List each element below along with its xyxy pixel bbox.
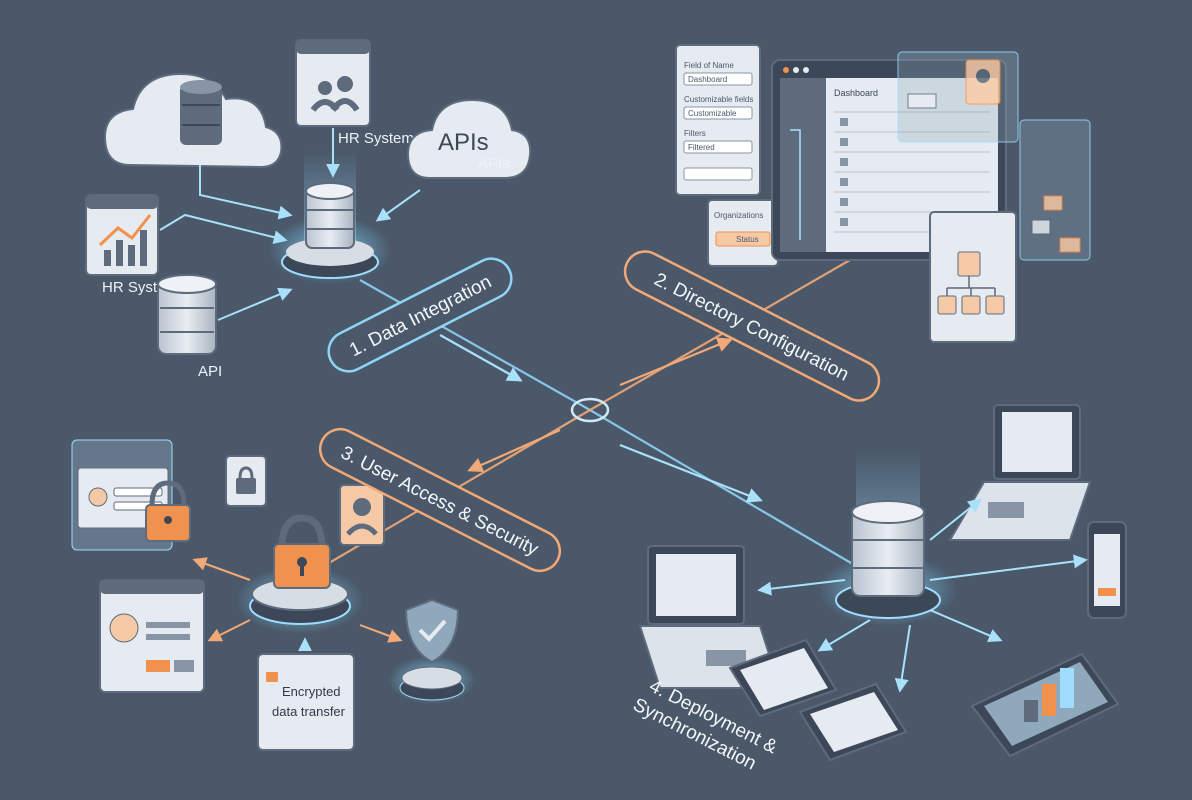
filters-value: Filtered [688, 143, 715, 152]
flow-lines [299, 259, 881, 581]
organizations-label: Organizations [714, 211, 763, 220]
organizations-panel: Organizations Status [707, 199, 779, 267]
cloud-to-hub-arrow [199, 165, 293, 220]
api-arrow [217, 287, 293, 321]
phone-icon [1087, 521, 1127, 619]
small-lock-card [225, 455, 267, 507]
hr-system-arrow [159, 213, 288, 245]
encrypted-transfer-card: Encrypted data transfer [257, 653, 355, 751]
laptop-right-icon [948, 404, 1092, 541]
org-chart-card [929, 211, 1017, 343]
cloud-database-icon [103, 72, 283, 169]
apis-label: APIs [478, 155, 510, 172]
integration-database [268, 150, 392, 284]
apis-badge: APIs [438, 129, 489, 156]
apis-cloud-icon: APIs [406, 98, 532, 179]
step-2-tag: 2. Directory Configuration [623, 250, 881, 402]
step-2-label: 2. Directory Configuration [651, 269, 852, 386]
hr-systems-window-icon [295, 39, 371, 127]
encrypted-label-line2: data transfer [272, 704, 346, 719]
user-id-card [339, 484, 385, 546]
deployment-arrows [757, 498, 1088, 693]
floating-org-panels [897, 51, 1091, 261]
hr-systems-label: HR Systems [338, 130, 421, 147]
org-status-button: Status [736, 235, 759, 244]
deployment-database [818, 450, 958, 626]
encrypted-label-line1: Encrypted [282, 684, 341, 699]
customizable-fields-value: Customizable [688, 109, 737, 118]
filters-label: Filters [684, 129, 706, 138]
hr-system-chart-icon [85, 194, 159, 276]
config-connector [790, 129, 801, 240]
analytics-tablet-icon [970, 652, 1120, 758]
security-hub-lock [236, 514, 364, 634]
api-database-icon [157, 274, 217, 355]
tablet-icon-2 [798, 682, 908, 762]
security-arrows [192, 557, 403, 652]
api-label: API [198, 363, 222, 380]
config-form-panel: Field of Name Dashboard Customizable fie… [675, 44, 761, 196]
central-hub [570, 397, 610, 423]
field-of-name-label: Field of Name [684, 61, 734, 70]
user-profile-window [99, 579, 205, 693]
shield-check-icon [388, 598, 476, 704]
field-of-name-value: Dashboard [688, 75, 727, 84]
customizable-fields-label: Customizable fields [684, 95, 753, 104]
padlock-icon [145, 480, 191, 542]
dashboard-title: Dashboard [834, 88, 878, 98]
apis-arrow [375, 189, 421, 222]
tablet-icon-1 [728, 638, 838, 718]
